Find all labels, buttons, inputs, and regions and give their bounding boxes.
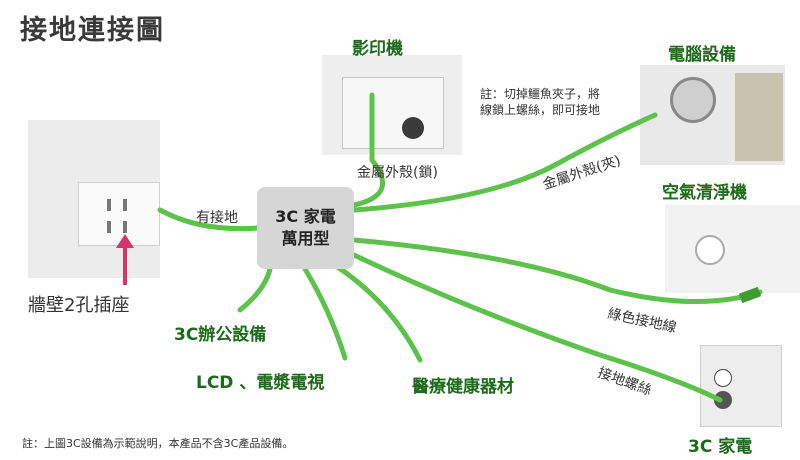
cable-label-grounded: 有接地 — [196, 210, 238, 226]
copier-note-line2: 線鎖上螺絲，即可接地 — [480, 103, 601, 117]
cable-wall — [157, 207, 261, 232]
cable-computer — [351, 112, 658, 213]
computer-internals — [735, 73, 783, 161]
page-title: 接地連接圖 — [20, 15, 165, 46]
ground-screw — [714, 391, 732, 409]
wall-socket-photo — [28, 120, 160, 278]
socket-plate — [78, 182, 160, 246]
wall-socket-label: 牆壁2孔插座 — [28, 295, 130, 316]
cable-tv — [302, 266, 348, 361]
fan-icon — [670, 77, 716, 123]
category-tv: LCD 、電漿電視 — [196, 373, 325, 393]
copier-screw — [402, 117, 424, 139]
device-copier: 影印機 — [352, 39, 403, 59]
category-office: 3C辦公設備 — [174, 325, 267, 345]
footnote: 註：上圖3C設備為示範說明，本產品不含3C產品設備。 — [22, 437, 294, 450]
copier-note: 註：切掉鱷魚夾子，將 線鎖上螺絲，即可接地 — [480, 86, 600, 118]
socket-slot — [123, 221, 127, 233]
copier-note-line1: 註：切掉鱷魚夾子，將 — [480, 87, 601, 101]
computer-photo — [640, 65, 785, 165]
hub-box: 3C 家電 萬用型 — [257, 187, 354, 269]
hub-line1: 3C 家電 — [275, 207, 336, 226]
device-computer: 電腦設備 — [668, 45, 736, 65]
cable-medical — [327, 259, 423, 363]
ground-clip — [738, 286, 762, 304]
appliance-photo — [700, 345, 782, 427]
socket-slot — [123, 199, 127, 211]
category-medical: 醫療健康器材 — [412, 377, 514, 397]
knob-icon — [695, 235, 725, 265]
cable-appliance — [351, 252, 723, 403]
socket-slot — [107, 199, 111, 211]
hub-line2: 萬用型 — [281, 229, 330, 248]
cable-purifier — [351, 237, 763, 305]
copier-panel — [342, 77, 444, 149]
ground-symbol-icon — [714, 369, 732, 387]
device-appliance-3c: 3C 家電 — [688, 437, 753, 457]
cable-label-metal-lock: 金屬外殼(鎖) — [357, 165, 438, 181]
air-purifier-photo — [665, 205, 800, 293]
cable-copier — [351, 92, 385, 208]
arrow-to-socket — [116, 234, 134, 285]
cable-office — [237, 266, 273, 313]
socket-slot — [107, 221, 111, 233]
device-air-purifier: 空氣清淨機 — [662, 183, 747, 203]
copier-photo — [322, 55, 462, 155]
